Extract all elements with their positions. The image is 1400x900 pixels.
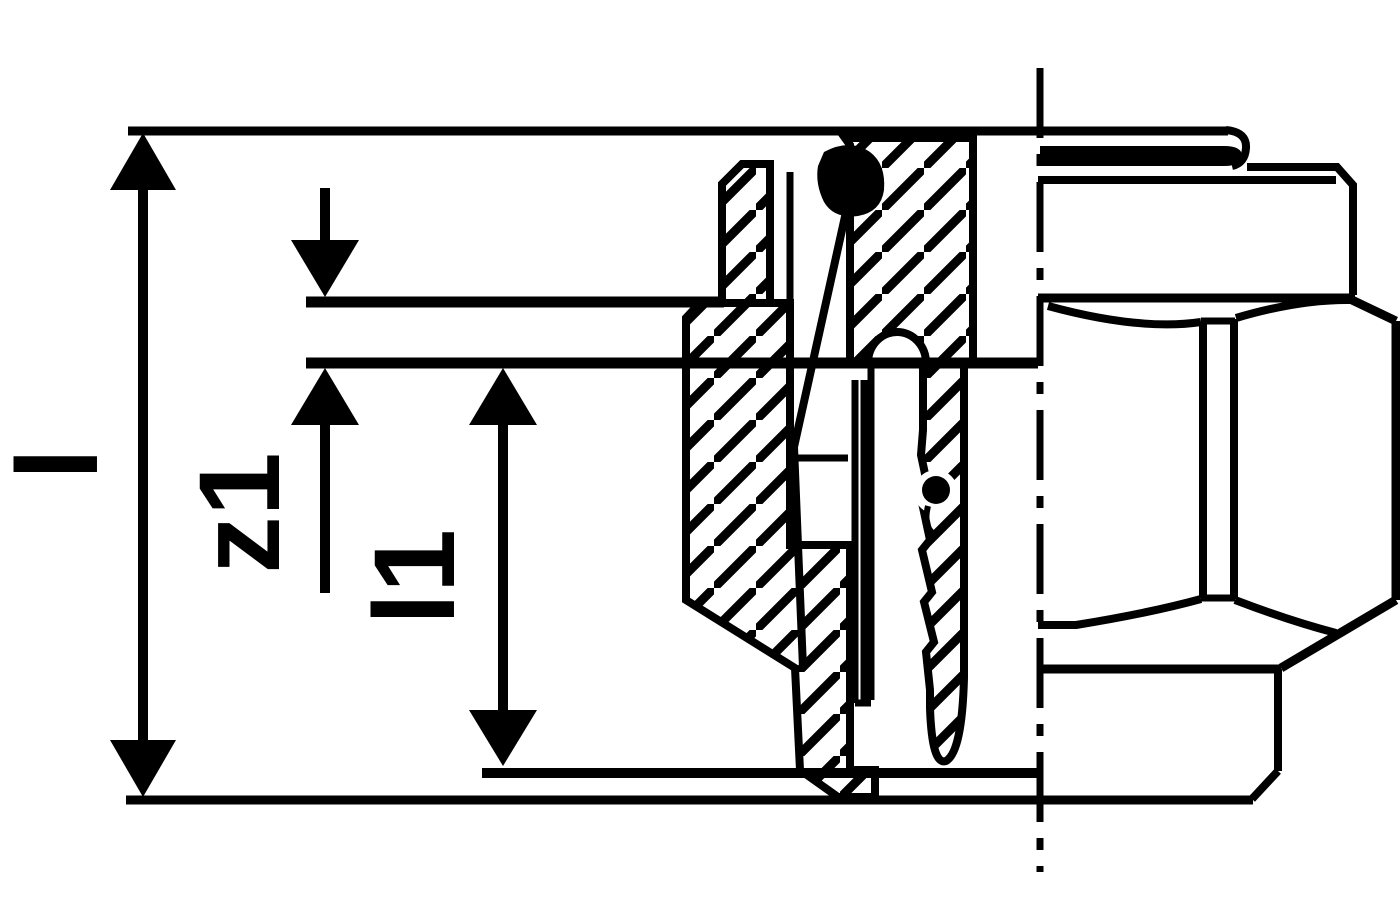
stop-dome <box>863 328 931 367</box>
arrowhead-up-icon <box>469 368 537 425</box>
retaining-dot-hook <box>923 505 940 539</box>
grip-insert-section <box>916 359 968 766</box>
dimension-l1-label: l1 <box>351 529 479 625</box>
body-shell-section <box>682 299 879 801</box>
hex-chamfer-bottom-left <box>1038 595 1203 629</box>
dimension-l-label: l <box>0 448 122 480</box>
hex-chamfer-top-left <box>1046 302 1202 329</box>
hex-chamfer-top-right <box>1234 295 1353 322</box>
dimension-l: l <box>0 133 176 797</box>
arrowhead-down-icon <box>110 740 176 797</box>
dimension-l1: l1 <box>351 368 537 766</box>
arrowhead-down-icon <box>291 240 359 297</box>
retaining-dot-section <box>922 476 950 504</box>
dimension-z1: z1 <box>176 188 359 593</box>
nut-tail-chamfer <box>1249 768 1281 802</box>
arrowhead-up-icon <box>291 368 359 425</box>
mouth-collar-section <box>718 160 774 307</box>
arrowhead-up-icon <box>110 133 176 190</box>
hex-chamfer-bottom-right <box>1233 596 1338 637</box>
groove-edge-line <box>789 211 850 669</box>
pipe-end-bead <box>1225 126 1251 170</box>
seal-band <box>1040 146 1242 166</box>
hex-top-bevel <box>1350 295 1398 326</box>
fitting-body-section <box>682 134 977 801</box>
arrowhead-down-icon <box>469 710 537 766</box>
o-ring-section <box>817 145 885 217</box>
collar-step-edge <box>1247 163 1357 295</box>
hex-bottom-bevel <box>1278 596 1399 672</box>
dimension-z1-label: z1 <box>176 452 304 573</box>
union-nut-elevation <box>1038 126 1400 802</box>
